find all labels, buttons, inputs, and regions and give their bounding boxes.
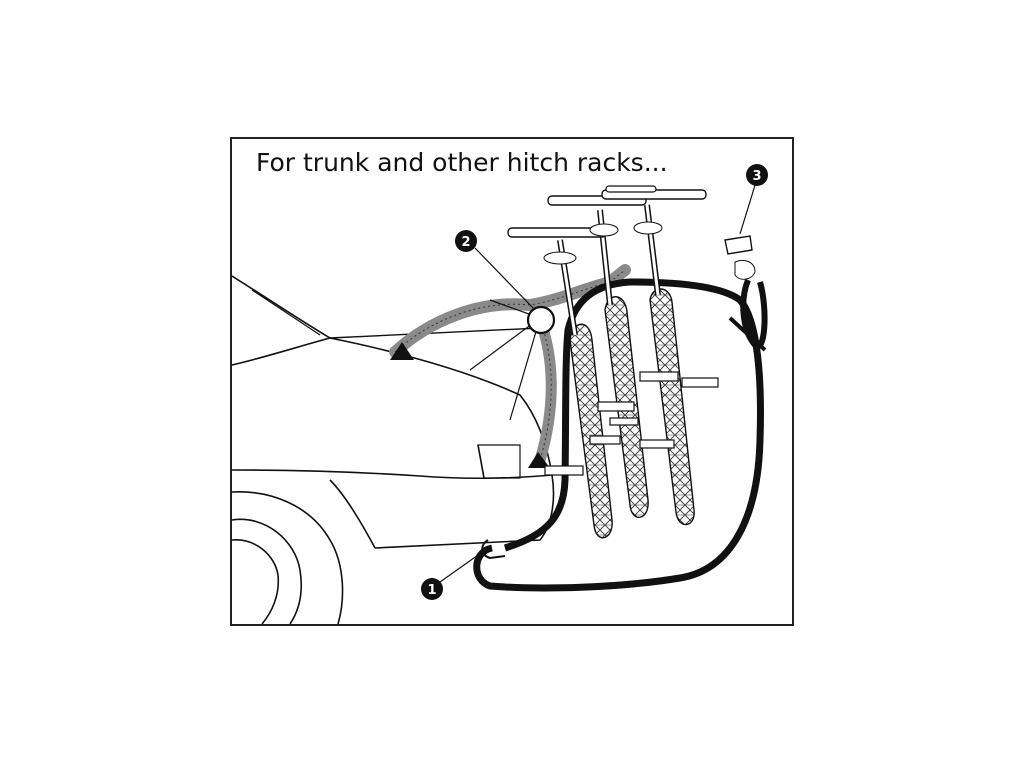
callout-1-label: 1	[427, 583, 436, 598]
lock-icon	[724, 235, 756, 280]
diagram-caption: For trunk and other hitch racks...	[256, 148, 668, 177]
cable-lock	[473, 278, 768, 592]
callout-1: 1	[421, 578, 443, 600]
callout-3: 3	[746, 164, 768, 186]
callout-2: 2	[455, 230, 477, 252]
bikes	[507, 185, 719, 539]
callout-2-label: 2	[461, 235, 470, 250]
callout-leaders	[439, 181, 757, 583]
car-illustration	[232, 275, 555, 624]
callout-3-label: 3	[752, 169, 761, 184]
